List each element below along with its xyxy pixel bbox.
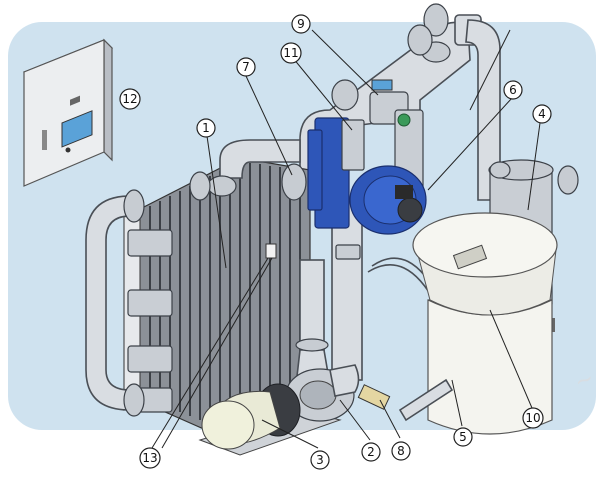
svg-text:10: 10 (525, 411, 540, 425)
svg-text:2: 2 (367, 445, 375, 459)
callout-4: 4 (532, 104, 552, 124)
svg-text:5: 5 (459, 430, 467, 444)
callout-6: 6 (503, 80, 523, 100)
callout-2: 2 (361, 442, 381, 462)
callout-5: 5 (453, 427, 473, 447)
control-cabinet (22, 38, 114, 187)
svg-text:8: 8 (397, 444, 405, 458)
svg-text:3: 3 (316, 453, 324, 467)
svg-text:13: 13 (142, 451, 157, 465)
blue-control-valve (307, 117, 427, 260)
svg-text:6: 6 (509, 83, 517, 97)
sensor-box (265, 243, 277, 259)
svg-text:7: 7 (242, 60, 250, 74)
callout-12: 12 (119, 88, 141, 110)
callout-7: 7 (236, 57, 256, 77)
svg-text:1: 1 (202, 121, 210, 135)
left-loop-pipe (85, 139, 307, 417)
svg-text:4: 4 (538, 107, 546, 121)
leader-lines (151, 29, 541, 449)
callout-9: 9 (291, 14, 311, 34)
white-tank (398, 212, 558, 435)
svg-text:9: 9 (297, 17, 305, 31)
callout-1: 1 (196, 118, 216, 138)
svg-text:11: 11 (283, 46, 298, 60)
callout-3: 3 (310, 450, 330, 470)
callout-13: 13 (139, 447, 161, 469)
callout-11: 11 (280, 42, 302, 64)
callout-10: 10 (522, 407, 544, 429)
callout-8: 8 (391, 441, 411, 461)
svg-text:12: 12 (122, 92, 137, 106)
control-screen (61, 110, 93, 148)
center-column-pipe (295, 199, 441, 386)
